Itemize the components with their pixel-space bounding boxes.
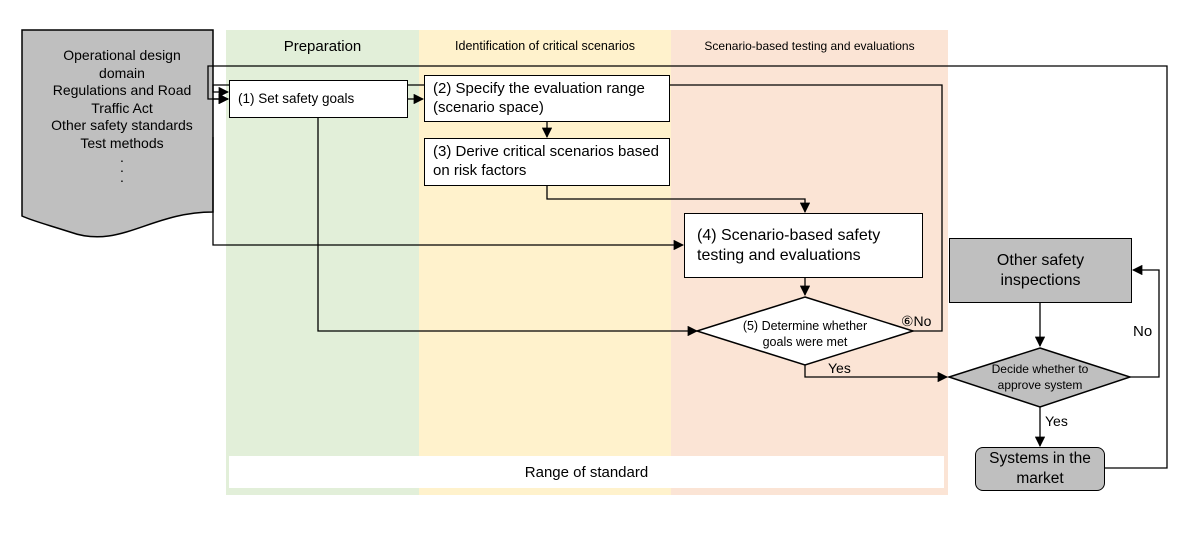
other-inspections-label: Other safety inspections bbox=[996, 251, 1085, 289]
input-line: . bbox=[120, 159, 124, 175]
input-line: domain bbox=[99, 64, 145, 81]
input-line: Traffic Act bbox=[91, 99, 153, 116]
step-3-label: (3) Derive critical scenarios based on r… bbox=[433, 143, 659, 179]
testing-title: Scenario-based testing and evaluations bbox=[704, 39, 915, 53]
approve-label: Decide whether to approve system bbox=[991, 362, 1089, 392]
inputs-document-text: Operational design domain Regulations an… bbox=[26, 47, 218, 185]
no-label-approve: No bbox=[1133, 323, 1153, 340]
input-line: Regulations and Road bbox=[52, 82, 192, 98]
other-inspections-box: Other safety inspections bbox=[949, 238, 1132, 303]
input-line: Operational design bbox=[63, 47, 181, 63]
yes-label-goals: Yes bbox=[828, 360, 851, 376]
range-of-standard-label: Range of standard bbox=[524, 463, 649, 481]
step-2-label: (2) Specify the evaluation range (scenar… bbox=[433, 79, 645, 116]
preparation-title: Preparation bbox=[283, 38, 362, 55]
market-box: Systems in the market bbox=[975, 447, 1105, 491]
step-5-label: (5) Determine whether goals were met bbox=[742, 319, 868, 349]
input-line: . bbox=[120, 169, 124, 185]
identification-title: Identification of critical scenarios bbox=[455, 39, 635, 53]
market-label: Systems in the market bbox=[989, 450, 1091, 487]
step-1-label: (1) Set safety goals bbox=[238, 90, 355, 106]
input-line: . bbox=[120, 149, 124, 165]
step-3-box: (3) Derive critical scenarios based on r… bbox=[424, 138, 670, 186]
range-of-standard-bar: Range of standard bbox=[229, 456, 944, 488]
goals-decision-diamond bbox=[694, 296, 916, 366]
step-1-box: (1) Set safety goals bbox=[229, 80, 408, 118]
step-2-box: (2) Specify the evaluation range (scenar… bbox=[424, 75, 670, 122]
step-4-label: (4) Scenario-based safety testing and ev… bbox=[697, 226, 881, 264]
yes-label-approve: Yes bbox=[1045, 413, 1068, 429]
input-line: Other safety standards bbox=[51, 117, 193, 133]
inputs-document-shape bbox=[21, 29, 214, 238]
approve-decision-diamond bbox=[946, 347, 1133, 408]
step-4-box: (4) Scenario-based safety testing and ev… bbox=[684, 213, 923, 278]
input-line: Test methods bbox=[80, 134, 164, 151]
no-label-step-6: ⑥No bbox=[901, 313, 932, 329]
